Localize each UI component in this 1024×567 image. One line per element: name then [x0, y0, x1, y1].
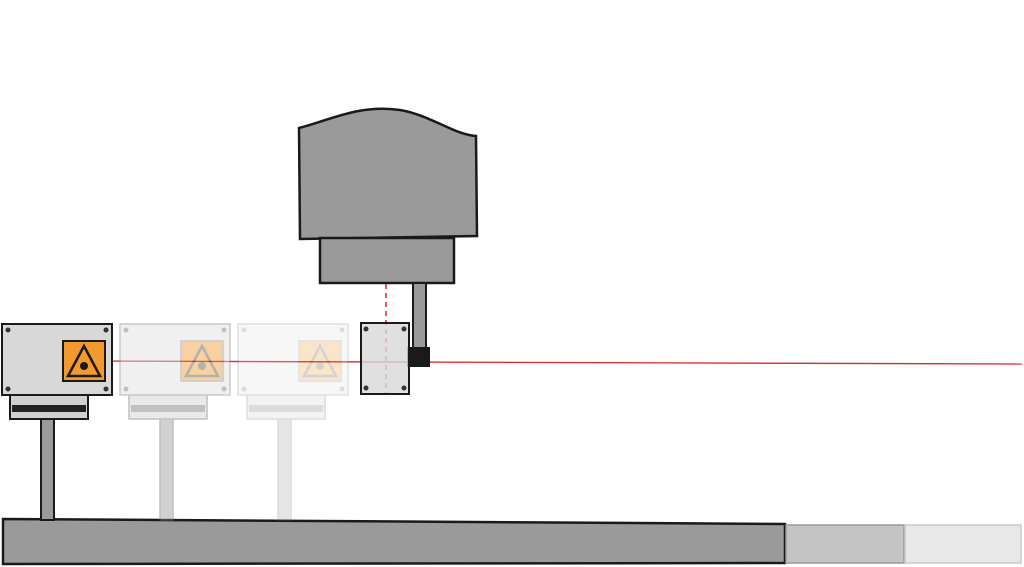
laser-warning-icon: [298, 340, 342, 382]
machine-arm: [412, 282, 427, 349]
rail-end-segment: [904, 524, 1022, 564]
screw-icon: [339, 386, 345, 392]
ground-rail: [1, 517, 1022, 566]
laser-unit-2: [119, 323, 231, 521]
screw-icon: [5, 327, 11, 333]
laser-warning-icon: [62, 340, 106, 382]
screw-icon: [103, 327, 109, 333]
unit-panel: [237, 323, 349, 396]
screw-icon: [221, 327, 227, 333]
unit-post: [159, 417, 174, 521]
laser-unit-1: [1, 323, 113, 521]
rail-middle-segment: [785, 524, 905, 564]
unit-post: [40, 417, 55, 521]
screw-icon: [123, 386, 129, 392]
screw-icon: [363, 326, 369, 332]
unit-base-stripe: [249, 405, 323, 412]
screw-icon: [401, 326, 407, 332]
laser-warning-icon: [180, 340, 224, 382]
machine-body: [297, 107, 479, 241]
unit-base-stripe: [131, 405, 205, 412]
target-panel: [360, 322, 410, 395]
laser-receiver: [407, 347, 430, 367]
unit-base: [246, 394, 326, 420]
laser-unit-3: [237, 323, 349, 521]
screw-icon: [241, 386, 247, 392]
screw-icon: [103, 386, 109, 392]
screw-icon: [221, 386, 227, 392]
unit-base: [128, 394, 208, 420]
screw-icon: [241, 327, 247, 333]
screw-icon: [363, 385, 369, 391]
machine-head: [297, 107, 479, 395]
screw-icon: [401, 385, 407, 391]
unit-base-stripe: [12, 405, 86, 412]
screw-icon: [5, 386, 11, 392]
unit-post: [277, 417, 292, 521]
screw-icon: [123, 327, 129, 333]
machine-spindle-housing: [318, 236, 456, 285]
rail-main-segment: [1, 517, 787, 566]
screw-icon: [339, 327, 345, 333]
unit-panel: [119, 323, 231, 396]
laser-beam: [84, 360, 1023, 365]
